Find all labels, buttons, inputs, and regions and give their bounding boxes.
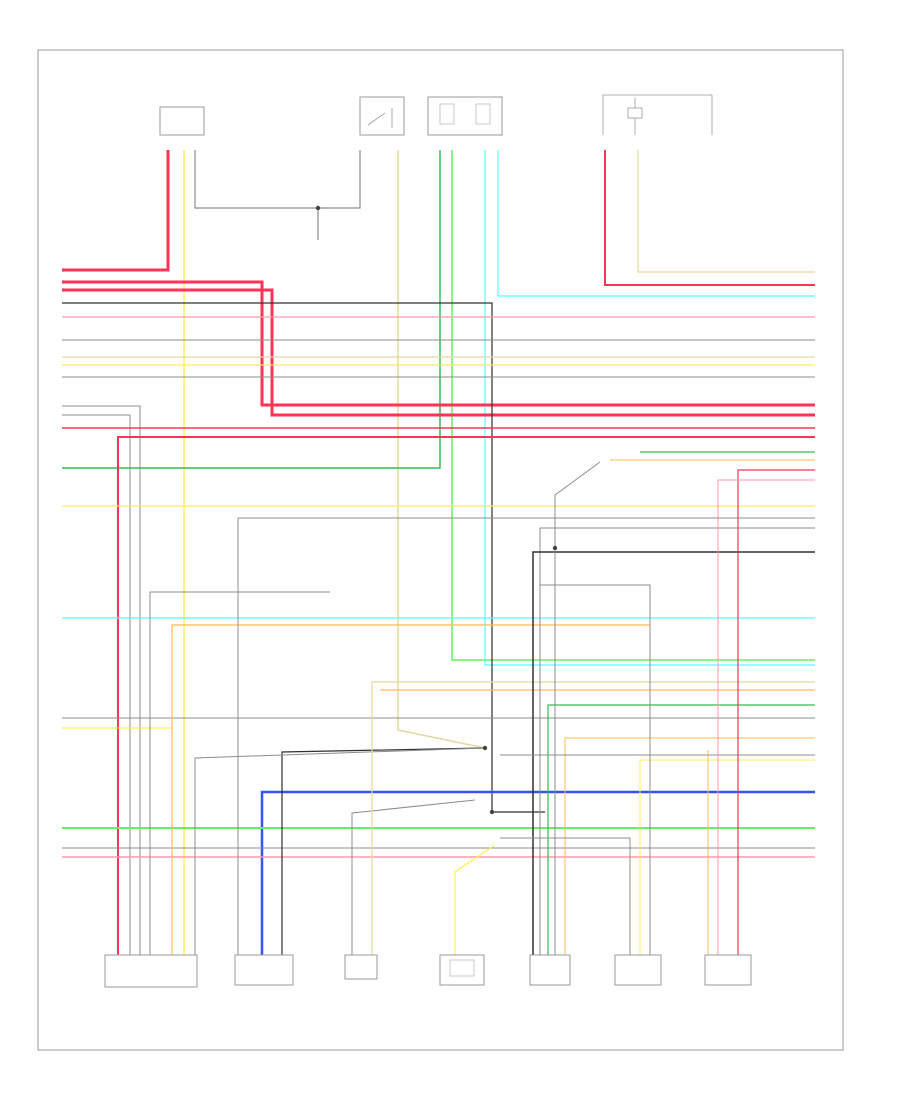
splice-group [315, 205, 558, 815]
wire-gray-41 [539, 527, 815, 955]
splice-dot-3 [489, 809, 495, 815]
wire-gray-20 [62, 414, 131, 955]
wire-gray-3 [318, 150, 361, 209]
sensor-top-right [602, 94, 713, 135]
sensor-bottom-5 [529, 954, 571, 986]
wire-gray-32 [149, 591, 330, 955]
wire-gray-2 [194, 150, 319, 240]
wire-gray-35 [194, 747, 486, 955]
wire-gray-46 [500, 837, 631, 955]
diagram-border [37, 49, 844, 1051]
switch-top-middle [359, 96, 405, 136]
wire-yellow-39 [454, 844, 496, 955]
wire-red-9 [604, 150, 815, 286]
wire-black-42 [532, 551, 815, 955]
relay-top-center [427, 96, 503, 136]
wire-dk-green-5 [62, 150, 441, 469]
wire-tan-37 [371, 681, 815, 955]
wire-group [62, 150, 815, 955]
sensor-bottom-4 [439, 954, 485, 986]
wire-dk-green-40 [547, 704, 815, 955]
wire-red-21 [117, 436, 815, 955]
sensor-a-top-left [159, 106, 205, 136]
wire-red-12 [62, 288, 815, 417]
wire-orange-44 [564, 737, 815, 955]
wire-red-51 [737, 469, 815, 955]
sensor-bottom-6 [614, 954, 662, 986]
wire-pink-52 [717, 479, 815, 955]
wire-black-34 [281, 747, 486, 955]
splice-dot-1 [482, 745, 488, 751]
wire-black-13 [62, 302, 545, 813]
wire-gray-48 [540, 584, 651, 955]
wire-orange-31 [171, 624, 650, 955]
wire-lt-blue-7 [484, 150, 815, 666]
wire-dk-blue-27 [260, 790, 815, 955]
wire-tan-4 [397, 150, 486, 749]
wire-lt-blue-8 [497, 150, 815, 297]
wire-red-0 [62, 150, 170, 272]
wire-gray-36 [351, 799, 476, 955]
wire-red-11 [62, 280, 815, 407]
splice-dot-2 [552, 545, 558, 551]
wire-yellow-47 [639, 759, 815, 955]
wire-tan-10 [637, 150, 815, 273]
wire-gray-43 [554, 461, 601, 955]
wire-lt-green-6 [451, 150, 815, 661]
splice-dot-0 [315, 205, 321, 211]
sensor-bottom-3 [344, 954, 378, 980]
sensor-bottom-2 [234, 954, 294, 986]
wire-gray-19 [62, 405, 141, 955]
module-bottom-1 [104, 954, 198, 988]
sensor-bottom-7 [704, 954, 752, 986]
